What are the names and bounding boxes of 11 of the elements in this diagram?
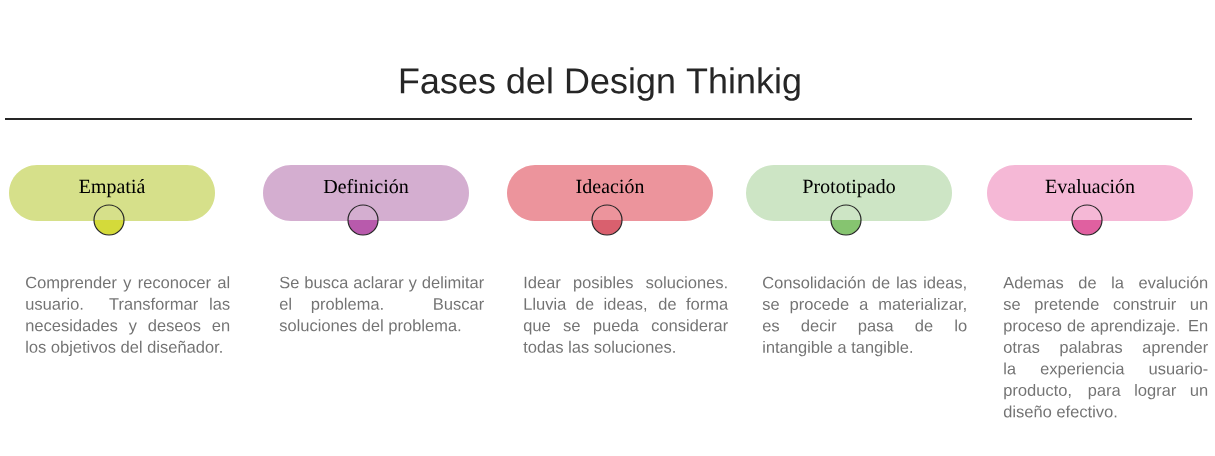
phase-pill: Definición xyxy=(263,165,469,221)
description-text: Se busca aclarar y delimitar el problema. Buscar soluciones del problema. xyxy=(279,276,484,335)
description-text: Consolidación de las ideas, se procede a materializar, es decir pasa de lo intangible a tangible. xyxy=(762,276,967,357)
phase-pill: Evaluación xyxy=(987,165,1193,221)
phase-pill: Prototipado xyxy=(746,165,952,221)
title: Fases del Design Thinkig xyxy=(400,67,800,101)
description-text: Comprender y reconocer al usuario. Transformar las necesidades y deseos en los objetivos del diseñador. xyxy=(26,276,230,357)
description-text: Idear posibles soluciones. Lluvia de ideas, de forma que se pueda considerar todas las soluciones. xyxy=(523,276,729,353)
phase-pill: Ideación xyxy=(507,165,713,221)
phase-pill: Empatiá xyxy=(9,165,215,221)
description-text: Ademas de la evalución se pretende construir un proceso de aprendizaje. En otras palabras aprender la experiencia usuario-producto, para lograr un diseño efectivo. xyxy=(1003,276,1208,418)
